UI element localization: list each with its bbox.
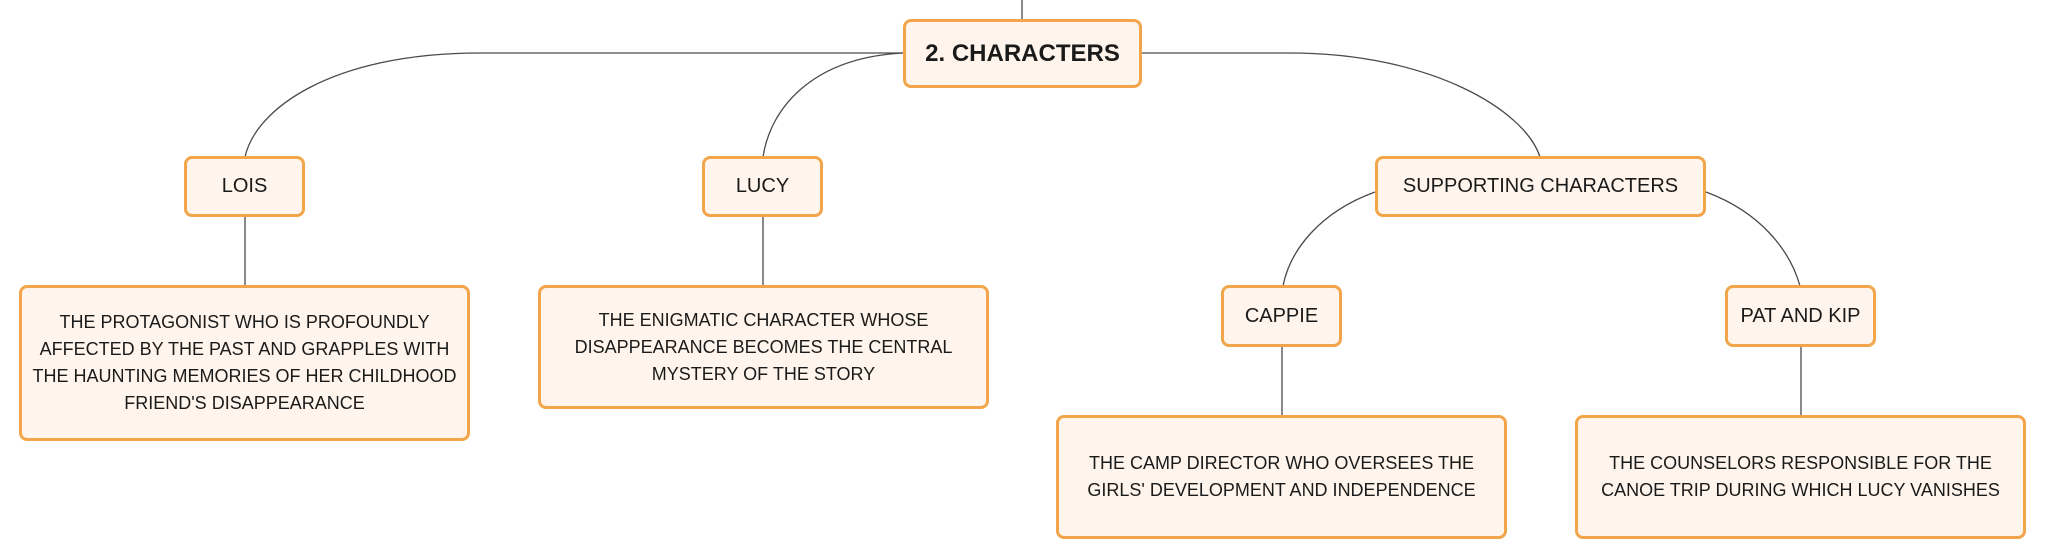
group-node-supporting-characters[interactable]: SUPPORTING CHARACTERS [1375, 156, 1706, 217]
description-node-lucy[interactable]: THE ENIGMATIC CHARACTER WHOSE DISAPPEARA… [538, 285, 989, 409]
character-node-lois[interactable]: LOIS [184, 156, 305, 217]
character-node-cappie[interactable]: CAPPIE [1221, 285, 1342, 347]
connector-root-to-lucy [762, 52, 904, 158]
connector-root-to-lois [244, 52, 903, 158]
description-node-cappie[interactable]: THE CAMP DIRECTOR WHO OVERSEES THE GIRLS… [1056, 415, 1507, 539]
connector-supporting-to-cappie [1282, 191, 1376, 287]
character-node-lucy[interactable]: LUCY [702, 156, 823, 217]
description-node-pat-and-kip[interactable]: THE COUNSELORS RESPONSIBLE FOR THE CANOE… [1575, 415, 2026, 539]
description-node-lois[interactable]: THE PROTAGONIST WHO IS PROFOUNDLY AFFECT… [19, 285, 470, 441]
connector-supporting-to-patkip [1705, 191, 1801, 287]
character-node-pat-and-kip[interactable]: PAT AND KIP [1725, 285, 1876, 347]
connector-root-to-supporting [1142, 52, 1541, 158]
root-node-characters[interactable]: 2. CHARACTERS [903, 19, 1142, 88]
